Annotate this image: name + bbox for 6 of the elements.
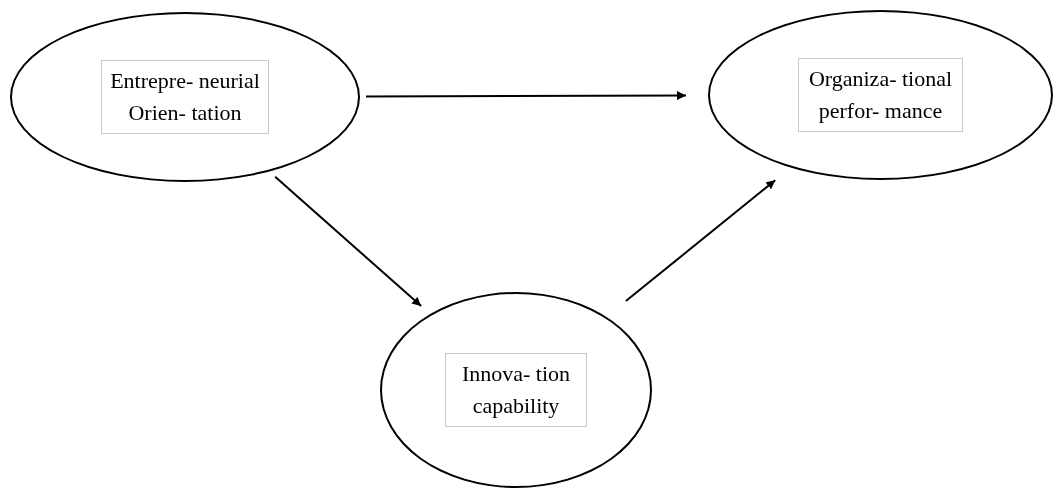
construct-label: Organiza- tional perfor- mance xyxy=(798,58,963,132)
construct-label: Entrepre- neurial Orien- tation xyxy=(101,60,269,134)
arrow xyxy=(274,175,423,308)
construct-label: Innova- tion capability xyxy=(445,353,587,427)
arrow xyxy=(365,91,687,101)
arrow xyxy=(624,179,777,303)
